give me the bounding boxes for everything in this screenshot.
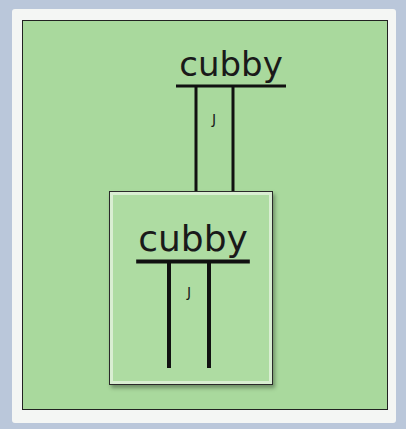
cubby-post bbox=[167, 261, 171, 368]
cubby-top bbox=[136, 259, 250, 263]
mini-symbol-card: cubbyJ bbox=[109, 191, 273, 385]
cubby-post bbox=[207, 261, 211, 368]
laminate-edge bbox=[12, 9, 396, 423]
letter-label: J bbox=[212, 111, 216, 127]
cubby-top bbox=[176, 85, 286, 88]
letter-label: J bbox=[187, 284, 191, 300]
word-label: cubby bbox=[138, 218, 248, 259]
symbol-card: cubbyJcubbyJ bbox=[22, 20, 388, 410]
word-label: cubby bbox=[179, 45, 283, 84]
